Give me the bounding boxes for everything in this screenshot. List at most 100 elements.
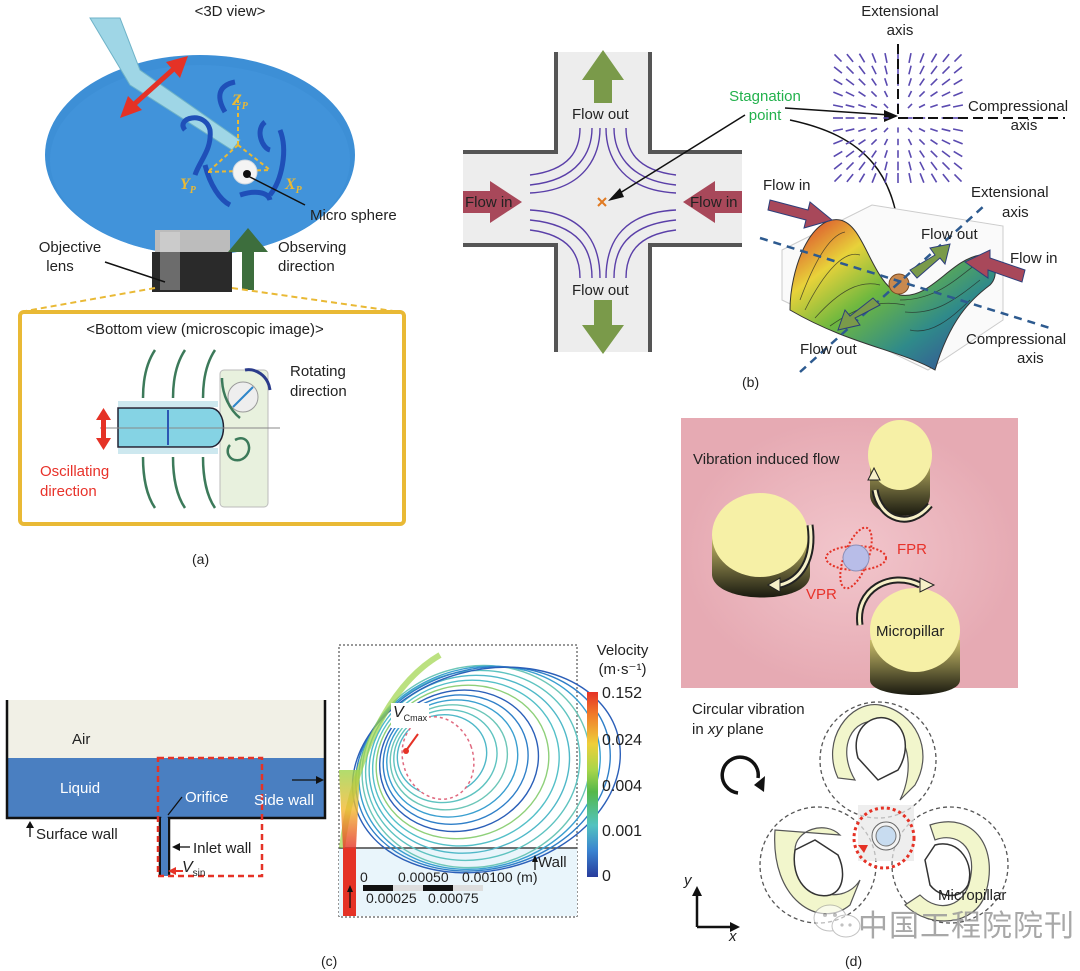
bottom-view-illustration (96, 349, 280, 509)
vector-arrow (942, 173, 950, 183)
vector-arrow (930, 150, 938, 158)
vector-arrow (953, 66, 963, 74)
vector-arrow (941, 150, 951, 158)
streamline-plot (338, 644, 621, 918)
vector-arrow (858, 91, 866, 97)
vector-arrow (871, 161, 877, 171)
caption-b: (b) (742, 374, 760, 390)
colorbar-title-1: Velocity (596, 642, 649, 659)
vector-arrow (883, 138, 889, 146)
vector-arrow (871, 53, 877, 63)
tank-schematic (5, 700, 327, 878)
vector-arrow (908, 172, 912, 184)
stagnation-label-2: point (748, 107, 782, 124)
vector-arrow (884, 161, 888, 171)
vector-arrow (907, 127, 913, 133)
vector-arrow (919, 78, 925, 86)
vector-arrow (833, 91, 843, 97)
vector-arrow (918, 103, 926, 109)
compressional-surf-label-1: Compressional (966, 331, 1067, 348)
vector-arrow (870, 90, 878, 98)
vector-arrow (884, 65, 888, 75)
streamline (375, 684, 550, 840)
vector-arrow (930, 104, 938, 108)
orifice-label: Orifice (185, 789, 229, 806)
vector-arrow (858, 104, 866, 108)
vector-arrow (918, 138, 926, 146)
surf-flow-out-bottom-arrow-icon (837, 297, 881, 331)
flow-out-top-arrow-icon (582, 50, 624, 103)
surf-flow-in-right-arrow-icon (964, 249, 1026, 283)
micro-sphere-label: Micro sphere (310, 207, 397, 224)
wall-label: Wall (538, 854, 567, 871)
colorbar-tick-0: 0 (602, 868, 611, 885)
particle-sphere (842, 544, 870, 572)
vector-arrow (858, 150, 866, 158)
flow-out-bottom-arrow-icon (582, 300, 624, 354)
objective-lens-label-2: lens (46, 258, 74, 275)
vector-arrow (908, 65, 912, 75)
vector-arrow (870, 127, 878, 133)
watermark-text: 中国工程院院刊 (858, 909, 1075, 944)
axis-x-label: XP (285, 176, 302, 197)
vector-arrow (845, 139, 855, 145)
observing-direction-arrow-icon (228, 228, 268, 290)
vector-arrow (832, 128, 844, 132)
vector-arrow (908, 78, 912, 86)
colorbar-tick-0.024: 0.024 (602, 732, 643, 749)
streamline (355, 665, 611, 872)
vector-arrow (846, 173, 854, 183)
vector-arrow (845, 128, 855, 132)
vector-arrow (953, 91, 963, 97)
vector-arrow (883, 103, 889, 109)
vector-arrow (883, 90, 889, 98)
colorbar-tick-0.001: 0.001 (602, 823, 643, 840)
circular-vibration-icon (720, 755, 765, 795)
vector-arrow (953, 150, 963, 158)
vector-arrow (883, 127, 889, 133)
side-wall-label: Side wall (254, 792, 315, 809)
objective-lens-icon (152, 230, 232, 292)
velocity-colorbar (587, 692, 598, 877)
wechat-logo-icon (813, 904, 861, 938)
streamline (386, 699, 519, 818)
vector-arrow (907, 138, 913, 146)
vector-arrow (908, 161, 912, 171)
colorbar-tick-0.152: 0.152 (602, 685, 643, 702)
air-region (7, 700, 325, 758)
vector-arrow (871, 65, 877, 75)
vector-arrow (941, 91, 951, 97)
vector-arrow (953, 173, 963, 183)
surf-flow-out-top-label: Flow out (921, 226, 978, 243)
compressional-axis-label-2: axis (1010, 117, 1038, 134)
vector-arrow (871, 150, 877, 158)
vector-arrow (953, 78, 963, 86)
caption-a: (a) (192, 551, 210, 567)
caption-c: (c) (321, 953, 338, 969)
observing-label-2: direction (278, 258, 335, 275)
extensional-surf-label-2: axis (1002, 204, 1029, 221)
vector-arrow (858, 139, 866, 145)
vector-arrow (845, 65, 855, 75)
stagnation-point-icon (597, 197, 607, 207)
vector-arrow (871, 78, 877, 86)
vector-arrow (930, 139, 938, 145)
micropillar-3d-label: Micropillar (876, 623, 945, 640)
vector-arrow (845, 78, 855, 86)
vector-arrow (941, 139, 951, 145)
vector-arrow (941, 78, 951, 86)
stagnation-label-1: Stagnation (729, 88, 801, 105)
surface-wall-label: Surface wall (36, 826, 118, 843)
oscillation-arrow-icon (120, 56, 188, 118)
vector-arrow (870, 103, 878, 109)
v-cmax-label: VCmax (391, 703, 430, 729)
disk-3d-illustration (19, 17, 401, 313)
vector-arrow (941, 161, 951, 171)
objective-lens-label-1: Objective (38, 239, 102, 256)
vector-arrow (845, 91, 855, 97)
vector-arrow (930, 91, 938, 97)
particle-2d (875, 825, 897, 847)
vector-arrow (953, 53, 963, 63)
surf-flow-in-left-label: Flow in (763, 177, 811, 194)
surf-flow-out-top-arrow-icon (909, 243, 951, 279)
